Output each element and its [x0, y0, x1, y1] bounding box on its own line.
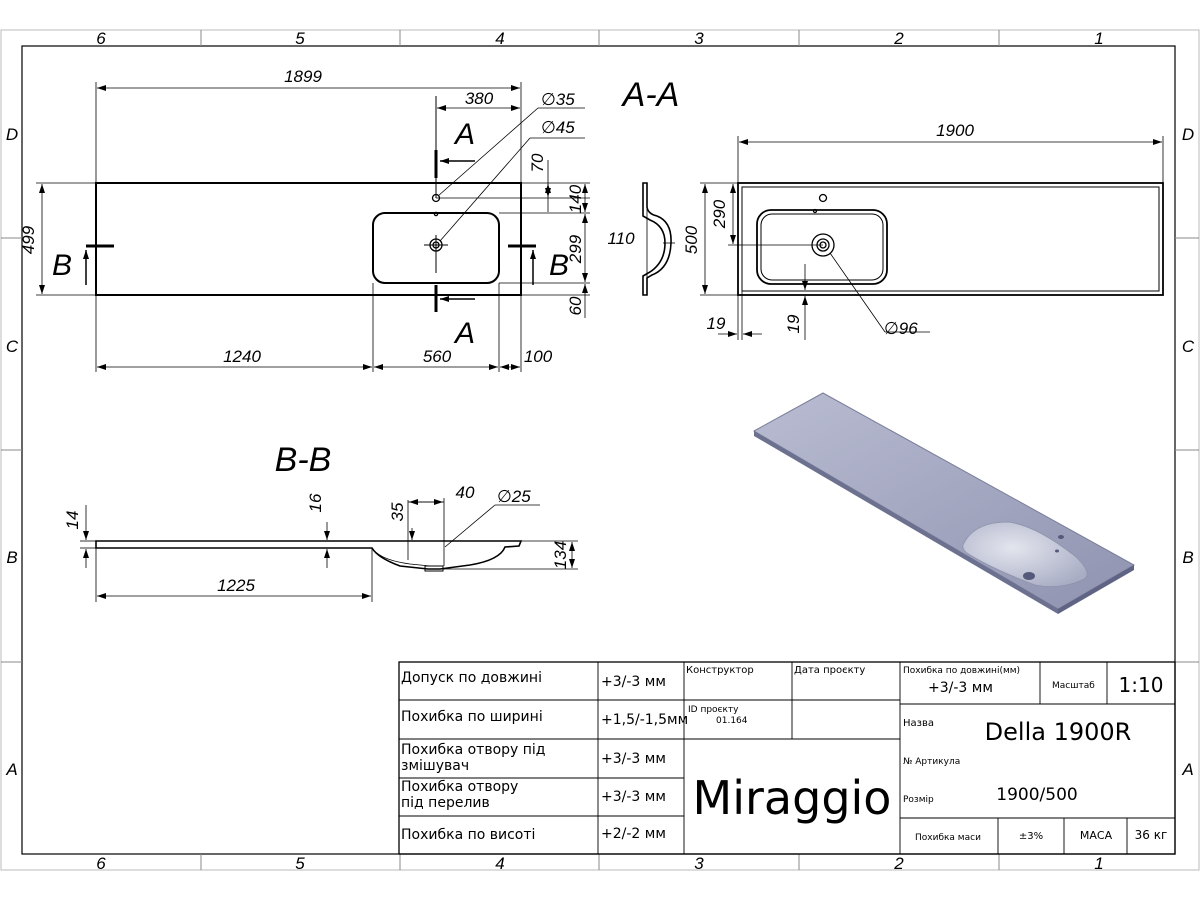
section-mark: B: [549, 249, 569, 282]
dim-basin-start: 1225: [217, 576, 255, 595]
dim-drain-diameter: ∅96: [884, 319, 918, 338]
title-block: [398, 661, 1176, 855]
dim-length: 1899: [284, 67, 322, 86]
name-label: Назва: [903, 718, 934, 729]
title-block-text: Допуск по довжині +3/-3 мм Похибка по ши…: [401, 665, 1167, 843]
col-label: 5: [295, 29, 305, 48]
col-label: 5: [295, 854, 305, 873]
dim-overflow-diameter: ∅25: [497, 487, 531, 506]
tolerance-value: +3/-3 мм: [601, 751, 666, 767]
mass-label: МАСА: [1080, 829, 1113, 842]
dim-rim-y: 19: [784, 314, 803, 333]
tolerance-label: Допуск по довжині: [401, 670, 542, 686]
section-mark: B: [52, 249, 72, 282]
col-label: 3: [694, 854, 704, 873]
tolerance-label: Похибка по висоті: [401, 827, 535, 843]
product-name: Della 1900R: [985, 718, 1132, 746]
section-bb: B-B: [63, 441, 578, 602]
mass-value: 36 кг: [1135, 828, 1168, 842]
tolerance-label: змішувач: [401, 758, 469, 774]
tolerance-value: +2/-2 мм: [601, 826, 666, 842]
plan-view: A A B B: [19, 67, 590, 372]
dim-drain-offset: 290: [710, 199, 729, 229]
scale-label: Масштаб: [1052, 681, 1095, 691]
col-label: 6: [96, 854, 106, 873]
dim-drain-diameter: ∅45: [541, 118, 575, 137]
row-label: D: [6, 125, 18, 144]
dim-overflow-offset: 40: [456, 483, 475, 502]
col-label: 1: [1094, 29, 1103, 48]
project-id-value: 01.164: [716, 716, 748, 726]
section-aa: A-A: [621, 76, 1164, 340]
section-mark: A: [453, 317, 475, 350]
col-label: 4: [495, 854, 504, 873]
side-profile: [642, 182, 675, 296]
col-label: 4: [495, 29, 504, 48]
col-label: 1: [1094, 854, 1103, 873]
date-label: Дата проєкту: [794, 665, 865, 676]
countertop-outline: [95, 182, 522, 296]
dim-overflow-depth: 35: [388, 502, 407, 521]
dim-basin-bottom: 60: [566, 296, 585, 315]
mass-tol-value: ±3%: [1019, 831, 1043, 842]
dim-length: 1900: [936, 121, 974, 140]
dim-tap-depth: 70: [528, 153, 547, 172]
dim-edge-thickness: 16: [306, 493, 325, 512]
dim-basin-top: 140: [566, 184, 585, 213]
col-label: 2: [893, 854, 904, 873]
tap-hole-icon: [818, 193, 828, 203]
dim-total-height: 134: [551, 541, 570, 569]
row-label: A: [5, 760, 17, 779]
dim-left-offset: 1240: [223, 347, 261, 366]
section-title: A-A: [621, 76, 680, 114]
tolerance-label: Похибка отвору: [401, 779, 518, 795]
dim-right-offset: 100: [524, 347, 553, 366]
dim-rim-x: 19: [707, 314, 726, 333]
product-render-image: [752, 392, 1136, 614]
length-tol-label: Похибка по довжині(мм): [903, 666, 1020, 676]
col-label: 2: [893, 29, 904, 48]
dim-basin-width: 299: [566, 234, 585, 264]
tolerance-label: Похибка отвору під: [401, 742, 545, 758]
designer-label: Конструктор: [686, 665, 754, 676]
brand-logo: Miraggio: [693, 771, 892, 825]
dim-tap-diameter: ∅35: [541, 90, 575, 109]
tolerance-value: +1,5/-1,5мм: [601, 712, 688, 728]
size-label: Розмір: [903, 795, 934, 805]
tolerance-label: Похибка по ширині: [401, 709, 543, 725]
tolerance-label: під перелив: [401, 795, 490, 811]
article-label: № Артикула: [903, 757, 960, 767]
dim-width: 499: [19, 225, 38, 254]
tolerance-value: +3/-3 мм: [601, 789, 666, 805]
row-label: C: [6, 337, 19, 356]
row-label: B: [1182, 548, 1193, 567]
dim-width: 500: [682, 225, 701, 254]
dim-slab-thickness: 14: [63, 511, 82, 530]
mass-tol-label: Похибка маси: [915, 833, 981, 843]
tolerance-value: +3/-3 мм: [601, 674, 666, 690]
dim-tap-offset: 380: [465, 89, 494, 108]
col-label: 3: [694, 29, 704, 48]
size-value: 1900/500: [996, 785, 1077, 805]
section-title: B-B: [275, 441, 332, 479]
scale-value: 1:10: [1119, 673, 1164, 697]
dim-basin-depth: 110: [607, 229, 635, 248]
project-id-label: ID проєкту: [688, 705, 739, 715]
section-mark: A: [453, 118, 475, 151]
row-label: B: [6, 548, 17, 567]
row-label: A: [1181, 760, 1193, 779]
dim-basin-length: 560: [423, 347, 452, 366]
row-label: D: [1182, 125, 1194, 144]
frame-labels: 6 5 4 3 2 1 6 5 4 3 2 1 D C B A D C B A: [5, 29, 1195, 873]
length-tol-value: +3/-3 мм: [928, 680, 993, 696]
row-label: C: [1182, 337, 1195, 356]
col-label: 6: [96, 29, 106, 48]
